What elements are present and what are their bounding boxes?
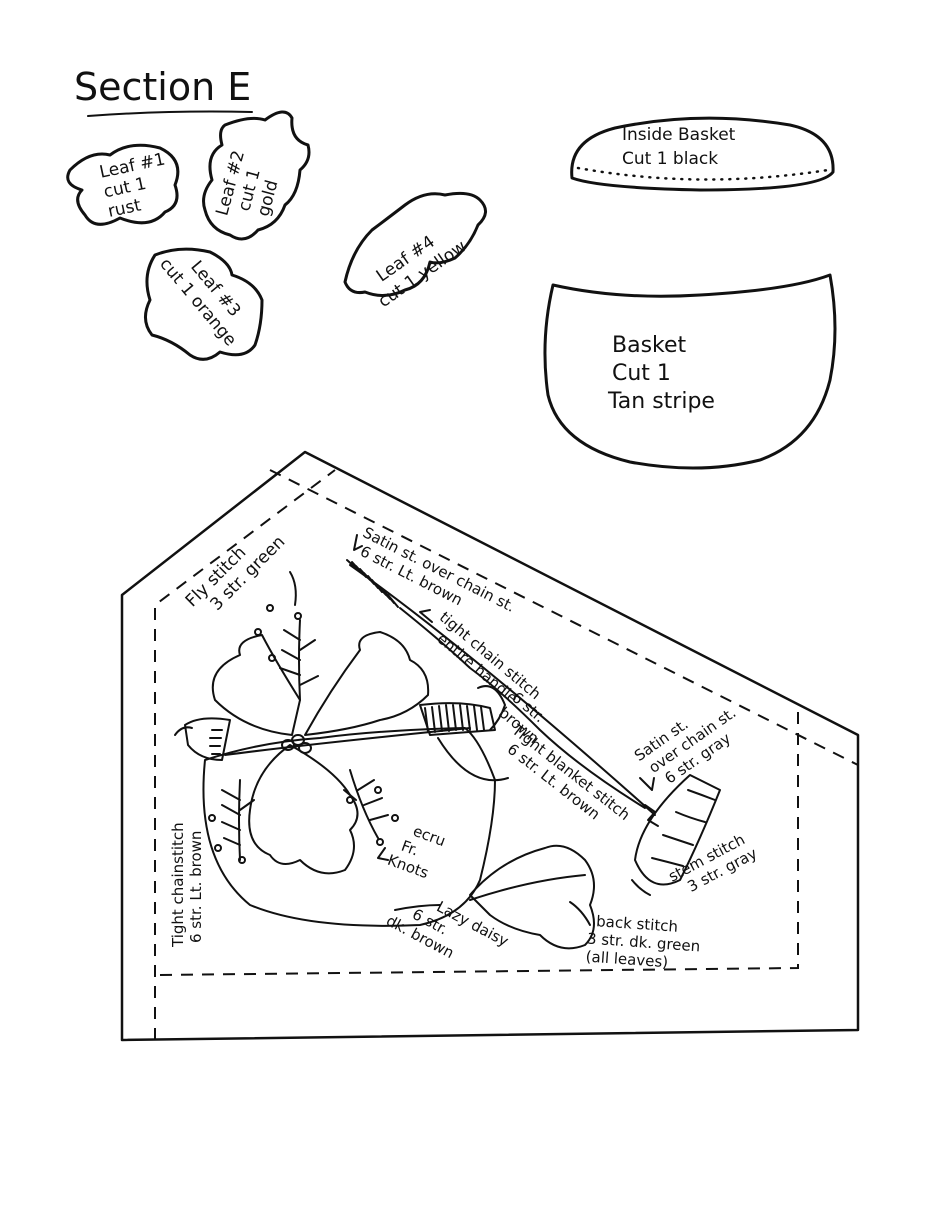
basket-cut: Cut 1	[612, 361, 671, 386]
basket-handle-line	[349, 564, 656, 816]
arrow-fly-stitch	[289, 571, 297, 606]
stem-stitch-lines	[651, 789, 716, 867]
note-knots-line2: Fr.	[399, 837, 421, 860]
basket-piece: Basket Cut 1 Tan stripe	[543, 273, 837, 470]
note-french-knots: ecru Fr. Knots	[385, 822, 448, 882]
leaf-2-outline	[202, 110, 311, 241]
fly-stitch-sprig-top	[279, 619, 319, 701]
note-tight-chainstitch-line1: Tight chainstitch	[169, 822, 187, 948]
arrow-tight-blanket	[437, 737, 509, 782]
french-knot	[268, 654, 276, 662]
note-tight-blanket-line1: Tight blanket stitch	[508, 720, 634, 824]
note-tight-chainstitch-line2: 6 str. Lt. brown	[187, 831, 205, 943]
leaf-4-outline	[343, 191, 487, 297]
french-knot	[391, 814, 399, 822]
lazy-daisy-1	[291, 734, 305, 746]
leaf-3-piece: Leaf #3 cut 1 orange	[144, 247, 264, 361]
basket-label: Basket	[612, 333, 687, 358]
french-knot	[254, 628, 262, 636]
french-knot	[376, 838, 384, 846]
note-back-stitch-line1: back stitch	[596, 912, 679, 936]
block-cut-line	[120, 450, 860, 1042]
basket-rim-inner	[224, 727, 471, 756]
arrow-satin-gray	[639, 777, 655, 791]
basket-rim-right	[419, 702, 496, 736]
handle-loop	[477, 685, 506, 731]
inside-basket-piece: Inside Basket Cut 1 black	[570, 116, 835, 192]
inside-basket-dotted-line	[576, 166, 830, 181]
embroidery-design	[174, 534, 721, 950]
arrow-tight-chainstitch	[174, 726, 193, 736]
note-stem-stitch: stem stitch 3 str. gray	[665, 830, 760, 896]
inside-basket-outline	[570, 116, 835, 192]
note-satin-gray: Satin st. over chain st. 6 str. gray	[631, 703, 739, 787]
french-knot	[208, 814, 216, 822]
section-title: Section E	[74, 65, 253, 117]
note-satin-handle: Satin st. over chain st. 6 str. Lt. brow…	[357, 523, 518, 615]
arrow-tight-chain	[419, 609, 433, 623]
page-title: Section E	[74, 65, 251, 109]
fly-stitch-sprig-right	[343, 769, 389, 839]
arrow-french-knots	[377, 847, 389, 861]
note-lazy-daisy: Lazy daisy 6 str. dk. brown	[383, 898, 511, 963]
block-outline	[120, 450, 860, 1042]
inside-basket-label: Inside Basket	[622, 125, 736, 145]
basket-outline	[543, 273, 837, 470]
title-underline	[87, 110, 253, 117]
leaf-1-outline	[66, 143, 180, 226]
basket-body-drawing	[202, 727, 496, 927]
french-knot	[346, 796, 354, 804]
inside-basket-cut: Cut 1 black	[622, 149, 718, 169]
satin-stitch-handle	[346, 559, 399, 608]
french-knots	[208, 604, 399, 864]
note-tight-blanket: Tight blanket stitch 6 str. Lt. brown	[504, 720, 634, 824]
french-knot	[214, 844, 222, 852]
chain-stitch-handle	[399, 607, 646, 809]
basket-color: Tan stripe	[607, 389, 715, 414]
arrow-stem-stitch	[631, 879, 651, 896]
fly-stitch-sprig-left	[221, 779, 255, 861]
lazy-daisy-2	[281, 739, 295, 751]
basket-rim-left	[184, 717, 231, 761]
arrow-satin-handle	[353, 534, 363, 551]
note-back-stitch-line3: (all leaves)	[585, 947, 669, 971]
leaf-right-outline	[469, 844, 595, 950]
seam-line-top	[269, 469, 859, 766]
big-leaf-bottom	[248, 744, 359, 875]
satin-stitch-gray	[644, 804, 659, 827]
french-knot	[294, 612, 302, 620]
lazy-daisy-3	[298, 742, 312, 754]
arrow-back-stitch	[569, 901, 591, 926]
french-knot	[238, 856, 246, 864]
french-knot	[266, 604, 274, 612]
seam-line-inner	[159, 705, 799, 976]
big-leaf-top-right	[304, 631, 430, 736]
blanket-stitches-left	[209, 729, 223, 755]
arrow-lazy-daisy	[394, 904, 441, 911]
leaf-3-outline	[144, 247, 264, 361]
stem-stitch-shape	[634, 774, 721, 886]
leaf-right-vein	[469, 874, 586, 901]
leaf-1-piece: Leaf #1 cut 1 rust	[66, 143, 180, 226]
leaf-2-piece: Leaf #2 cut 1 gold	[202, 110, 311, 241]
blanket-stitches-right	[424, 704, 485, 733]
french-knot	[374, 786, 382, 794]
note-back-stitch: back stitch 3 str. dk. green (all leaves…	[585, 912, 701, 971]
note-tight-chainstitch: Tight chainstitch 6 str. Lt. brown	[169, 822, 205, 948]
leaf-4-piece: Leaf #4 cut 1 yellow	[343, 191, 487, 312]
